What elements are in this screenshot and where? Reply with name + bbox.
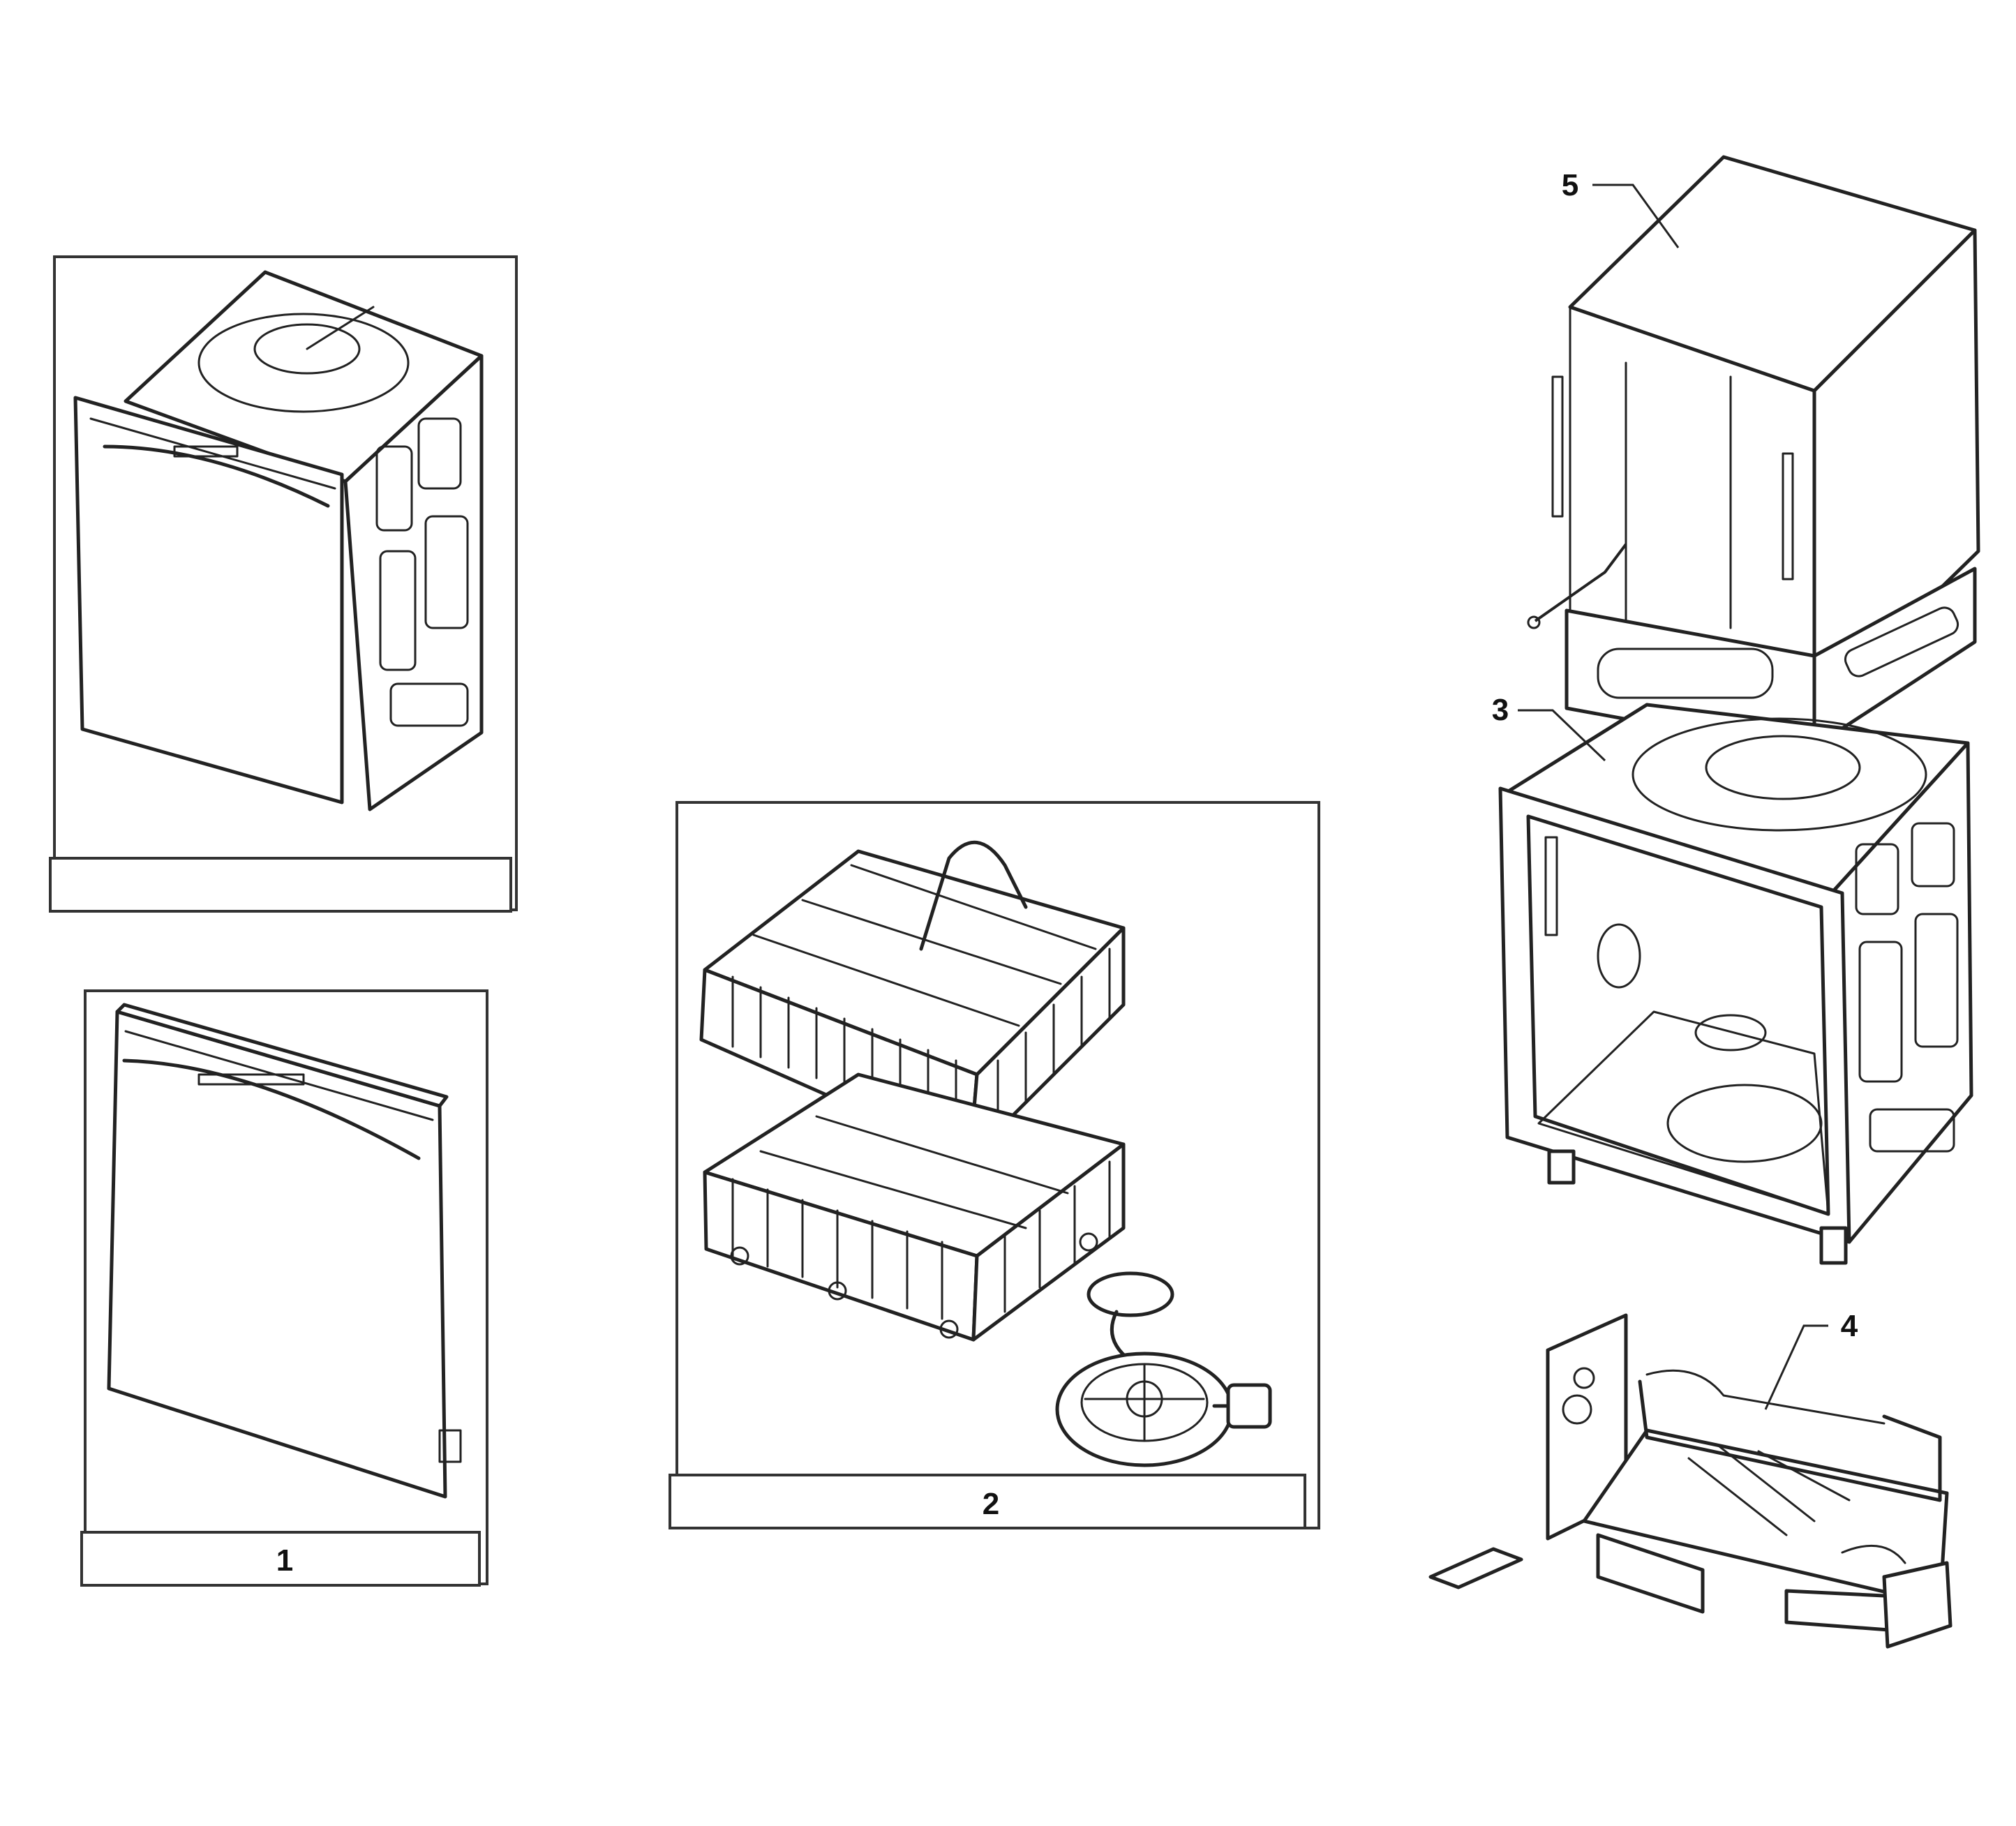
assembled-dishwasher-drawing [73,270,484,811]
callout-outer-case: 5 [1562,168,1578,202]
outer-case-leader-line [1592,184,1680,248]
base-drawing: 4 [1428,1309,1952,1649]
pump-assembly-drawing [1055,1271,1272,1467]
door-drawing [107,1003,462,1499]
base-leader-line [1764,1324,1828,1410]
racks-caption-bar [669,1474,1306,1529]
assembled-unit-caption-bar [49,857,512,913]
tub-drawing: 3 [1492,693,1973,1265]
door-panel: 1 [80,989,488,1587]
door-caption-bar [80,1531,481,1587]
lower-rack-drawing [703,1072,1126,1342]
racks-caption: 2 [983,1487,999,1521]
racks-panel: 2 [669,801,1320,1529]
tub-leader-line [1518,709,1606,762]
callout-tub: 3 [1492,693,1509,727]
outer-case-drawing: 5 [1527,155,1980,756]
upper-rack-drawing [699,840,1126,1160]
callout-base: 4 [1841,1309,1858,1343]
assembled-unit-panel [49,255,518,913]
door-caption: 1 [276,1543,293,1578]
